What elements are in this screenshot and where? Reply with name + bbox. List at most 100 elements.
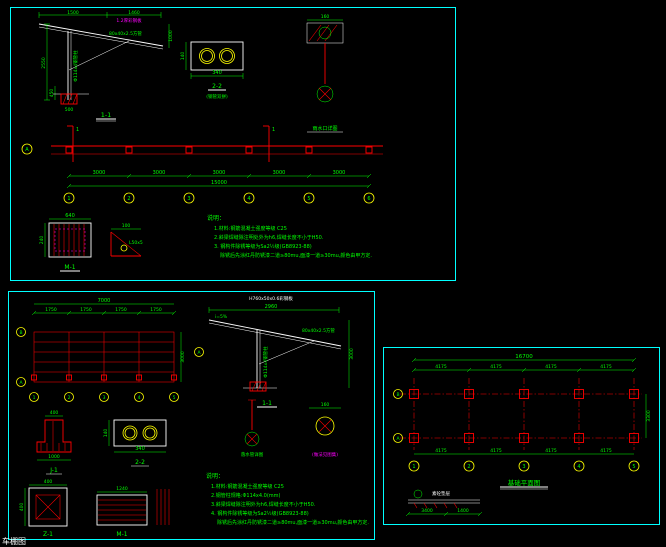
- dim-label: 1750: [150, 307, 162, 313]
- dim-label: 3000: [349, 348, 355, 360]
- note-line: 2.斜梁焊缝除注明处外为h6,焊缝长度不小于H50.: [214, 234, 324, 241]
- reference-note: (做法见图集): [312, 451, 338, 458]
- dim-label: 15000: [211, 180, 227, 186]
- dim-label: 100: [122, 223, 131, 229]
- note-line: 4. 钢构件除锈等级为Sa2½级(GB8923-88): [211, 510, 309, 517]
- sheet-3-frame: 16700 4175 4175 4175 4175: [383, 347, 660, 525]
- dim-label: 16700: [515, 354, 533, 360]
- dim-label: 1750: [115, 307, 127, 313]
- dim-label: 4175: [600, 364, 612, 370]
- p1-notes: 说明： 1.材料:钢筋混凝土强度等级 C25 2.斜梁焊缝除注明处外为h6,焊缝…: [207, 214, 372, 259]
- dim-label: 7000: [98, 298, 111, 304]
- dim-label: 1750: [80, 307, 92, 313]
- p2-footing-j1: 400 1000 J-1: [36, 410, 72, 475]
- dim-label: 3300: [646, 410, 652, 422]
- sheet-3-drawing: 16700 4175 4175 4175 4175: [393, 354, 652, 517]
- drawing-file-label: 车棚图: [2, 537, 26, 546]
- dim-label: 240: [39, 236, 45, 245]
- plan-title: 基础平面图: [508, 478, 541, 487]
- note-line: 3.斜梁焊缝除注明外为h6,焊缝长度不小于H50.: [211, 501, 316, 508]
- p2-detail-2-2: 340 140 2-2: [103, 419, 167, 467]
- grid-bubble-label: B: [19, 330, 22, 336]
- dim-label: 3000: [213, 170, 226, 176]
- dim-label: 340: [212, 70, 222, 76]
- grid-bubble-label: 1: [412, 464, 415, 470]
- dim-label: 3000: [333, 170, 346, 176]
- dim-label: 3000: [273, 170, 286, 176]
- grid-bubble-label: 6: [367, 196, 370, 202]
- p3-foundation-plan: 16700 4175 4175 4175 4175: [393, 354, 652, 490]
- dim-label: 1400: [457, 508, 469, 514]
- grid-bubble-label: 1: [67, 196, 70, 202]
- detail-title: M-1: [116, 531, 127, 538]
- dim-label: 400: [44, 479, 53, 485]
- roof-material-label: H760x50x0.6彩钢板: [249, 295, 293, 302]
- p2-drain-detail: 落水管详图: [241, 399, 264, 458]
- grid-bubble-label: 4: [577, 464, 580, 470]
- dim-label: 4175: [545, 448, 557, 454]
- dim-label: 1460: [128, 10, 140, 16]
- grid-bubble-label: 3: [522, 464, 525, 470]
- grid-bubble-label: A: [19, 380, 23, 386]
- sheet-1-frame: 1500 1460 1.2厚彩钢板 80x40x2.5方管 Φ114x4钢管柱 …: [10, 7, 456, 281]
- grid-bubble-label: A: [197, 350, 201, 356]
- grid-bubble-label: 4: [138, 395, 141, 401]
- dim-label: 4175: [435, 448, 447, 454]
- beam-label: 80x40x2.5方管: [302, 327, 335, 334]
- dim-label: 140: [103, 429, 109, 438]
- dim-label: 1240: [116, 486, 128, 492]
- grid-bubble-label: 3: [187, 196, 190, 202]
- p1-anchor-plate-m1: 640 240 M-1: [39, 213, 92, 272]
- note-line: 除锈后先涂红丹防锈漆二道≥80mu,面漆一道≥30mu,颜色由甲方定.: [217, 519, 369, 526]
- dim-label: 4175: [435, 364, 447, 370]
- p2-canopy-section: H760x50x0.6彩钢板 2960 i=5% 80x40x2.5方管 Φ11…: [194, 295, 355, 408]
- dim-label: 450: [49, 89, 55, 98]
- dim-label: 2960: [265, 304, 278, 310]
- grid-bubble-label: B: [396, 392, 399, 398]
- grid-bubble-label: 1: [33, 395, 36, 401]
- slope-label: i=5%: [215, 314, 228, 320]
- p1-plan: A 1 1: [21, 125, 383, 204]
- section-title: 1-1: [262, 400, 272, 407]
- dim-label: 400: [50, 410, 59, 416]
- grid-bubble-label: 5: [632, 464, 635, 470]
- note-line: 除锈后先涂红丹防锈漆二道≥80mu,面漆一道≥30mu,颜色由甲方定.: [220, 252, 372, 259]
- sheet-1-drawing: 1500 1460 1.2厚彩钢板 80x40x2.5方管 Φ114x4钢管柱 …: [21, 10, 383, 272]
- p3-base-detail: 素砼垫层 3400 1400: [405, 489, 483, 517]
- detail-subtitle: (钢管双拼): [206, 93, 228, 100]
- detail-title: M-1: [64, 264, 75, 271]
- column-label: Φ114x4钢管柱: [262, 346, 269, 378]
- dim-label: 3000: [93, 170, 106, 176]
- p2-reference-detail: 160 (做法见图集): [309, 402, 341, 458]
- grid-bubble-label: 2: [127, 196, 130, 202]
- sheet-2-drawing: 7000 1750 1750 1750 1750: [16, 295, 369, 538]
- grid-bubble-label: 2: [467, 464, 470, 470]
- detail-title: 2-2: [212, 83, 222, 90]
- note-line: 2.钢管柱规格:Φ114x4.0(mm): [211, 492, 281, 499]
- grid-bubble-label: A: [25, 147, 29, 153]
- beam-label: 80x40x2.5方管: [109, 30, 142, 37]
- sheet-2-frame: 7000 1750 1750 1750 1750: [8, 291, 375, 540]
- p1-canopy-section: 1500 1460 1.2厚彩钢板 80x40x2.5方管 Φ114x4钢管柱 …: [38, 10, 174, 122]
- grid-bubble-label: A: [396, 436, 400, 442]
- dim-label: 4175: [545, 364, 557, 370]
- dim-label: 2550: [41, 57, 47, 69]
- dim-label: 1500: [67, 10, 79, 16]
- note-line: 1.材料:钢筋混凝土强度等级 C25: [211, 483, 284, 490]
- p1-drain-detail: 160 雨水口详图: [306, 14, 344, 133]
- notes-title: 说明：: [207, 214, 225, 222]
- dim-label: 400: [19, 503, 25, 512]
- dim-label: 160: [321, 402, 330, 408]
- p2-notes: 说明： 1.材料:钢筋混凝土强度等级 C25 2.钢管柱规格:Φ114x4.0(…: [206, 472, 369, 526]
- section-cut-label: 1: [272, 127, 275, 133]
- dim-label: 3000: [153, 170, 166, 176]
- dim-label: 640: [65, 213, 75, 219]
- section-title: 1-1: [101, 111, 112, 119]
- dim-label: 4175: [600, 448, 612, 454]
- dim-label: 1000: [48, 454, 60, 460]
- detail-title: 2-2: [135, 459, 145, 466]
- detail-title: Z-1: [43, 531, 53, 538]
- grid-bubble-label: 4: [247, 196, 250, 202]
- p2-anchor-plate-m1: 1240 M-1: [96, 486, 148, 538]
